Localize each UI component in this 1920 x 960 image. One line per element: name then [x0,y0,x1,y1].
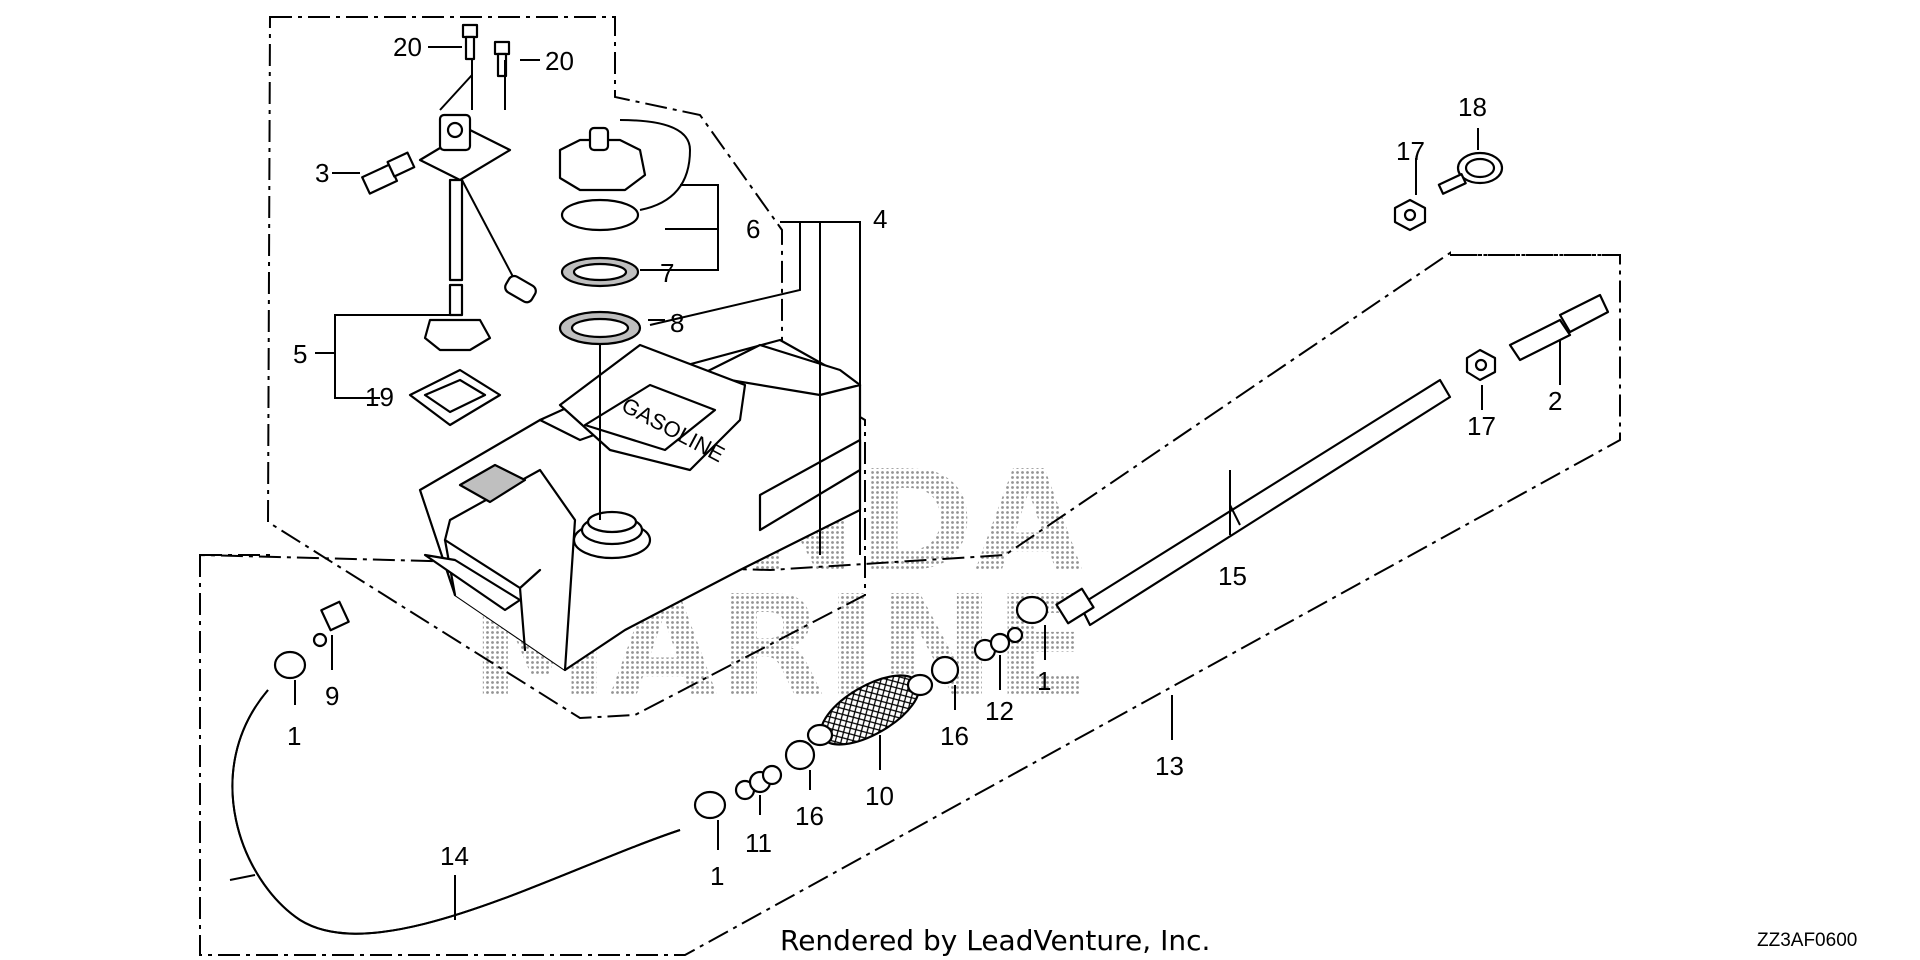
washer-16-a[interactable] [930,655,960,685]
callout-19: 19 [365,382,394,412]
fitting-3[interactable] [361,151,416,195]
callout-9: 9 [325,681,339,711]
callout-4: 4 [873,204,887,234]
bolt-20[interactable] [461,23,511,78]
callout-6: 6 [746,214,760,244]
callout-labels: 20 20 3 5 19 6 7 8 4 17 18 17 2 15 1 12 … [287,32,1562,891]
callout-17-bottom: 17 [1467,411,1496,441]
outer-kit-outline [200,254,1620,556]
callout-3: 3 [315,158,329,188]
fitting-12[interactable] [973,626,1024,662]
callout-11: 11 [745,828,772,858]
hose-clamp-1-a[interactable] [1015,595,1049,625]
fuel-tank[interactable]: GASOLINE [418,338,862,672]
hose-clamp-1-c[interactable] [693,790,727,820]
callout-20-left: 20 [393,32,422,62]
callout-1-left: 1 [287,721,301,751]
fuel-hose-14[interactable] [229,689,681,935]
diagram-code: ZZ3AF0600 [1757,930,1857,951]
nut-17-top[interactable] [1393,198,1427,232]
fitting-9[interactable] [312,600,350,648]
fuel-gauge-assembly[interactable] [418,113,538,352]
hose-clamp-1-b[interactable] [273,650,307,680]
callout-2: 2 [1548,386,1562,416]
nut-17-bottom[interactable] [1465,348,1497,382]
leader-lines [294,46,1561,920]
callout-7: 7 [660,258,674,288]
fitting-11[interactable] [734,764,783,801]
connector-2[interactable] [1508,293,1610,362]
render-credit: Rendered by LeadVenture, Inc. [780,924,1210,957]
primer-bulb-10[interactable] [806,662,934,759]
callout-16-right: 16 [940,721,969,751]
callout-18: 18 [1458,92,1487,122]
callout-8: 8 [670,308,684,338]
cap-18[interactable] [1437,151,1504,195]
fuel-hose-15[interactable] [1055,378,1452,627]
callout-16-left: 16 [795,801,824,831]
callout-15: 15 [1218,561,1247,591]
callout-14: 14 [440,841,469,871]
callout-10: 10 [865,781,894,811]
callout-1-right: 1 [1037,666,1051,696]
callout-1-bottom: 1 [710,861,724,891]
callout-12: 12 [985,696,1014,726]
callout-17-top: 17 [1396,136,1425,166]
tank-cap-6[interactable] [558,119,692,232]
callout-20-right: 20 [545,46,574,76]
callout-13: 13 [1155,751,1184,781]
washer-16-b[interactable] [784,739,816,771]
callout-5: 5 [293,339,307,369]
